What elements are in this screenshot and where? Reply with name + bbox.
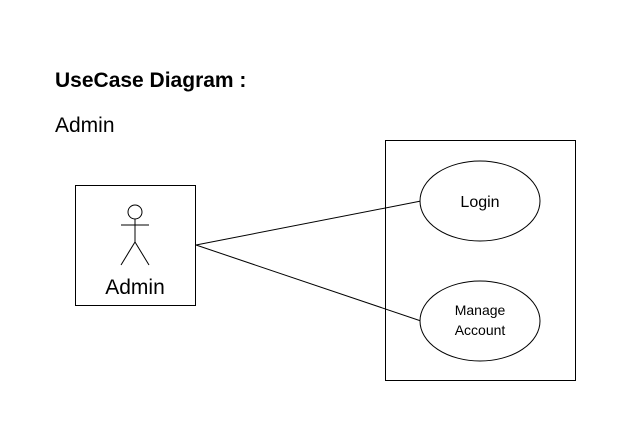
stick-figure-icon	[120, 204, 150, 266]
diagram-title: UseCase Diagram :	[55, 69, 246, 92]
usecase-login: Login	[419, 160, 541, 242]
association-login	[195, 200, 422, 246]
usecase-manage-account-ellipse	[419, 280, 541, 362]
diagram-subtitle: Admin	[55, 114, 115, 137]
association-manage-account	[195, 244, 422, 322]
usecase-manage-account-label-line2: Account	[455, 322, 506, 338]
actor-box: Admin	[75, 185, 196, 306]
usecase-login-ellipse	[419, 160, 541, 242]
system-boundary	[385, 140, 576, 381]
usecase-login-label: Login	[460, 194, 499, 211]
usecase-manage-account-label-line1: Manage	[455, 302, 506, 318]
actor-label: Admin	[105, 276, 165, 299]
usecase-manage-account: Manage Account	[419, 280, 541, 362]
